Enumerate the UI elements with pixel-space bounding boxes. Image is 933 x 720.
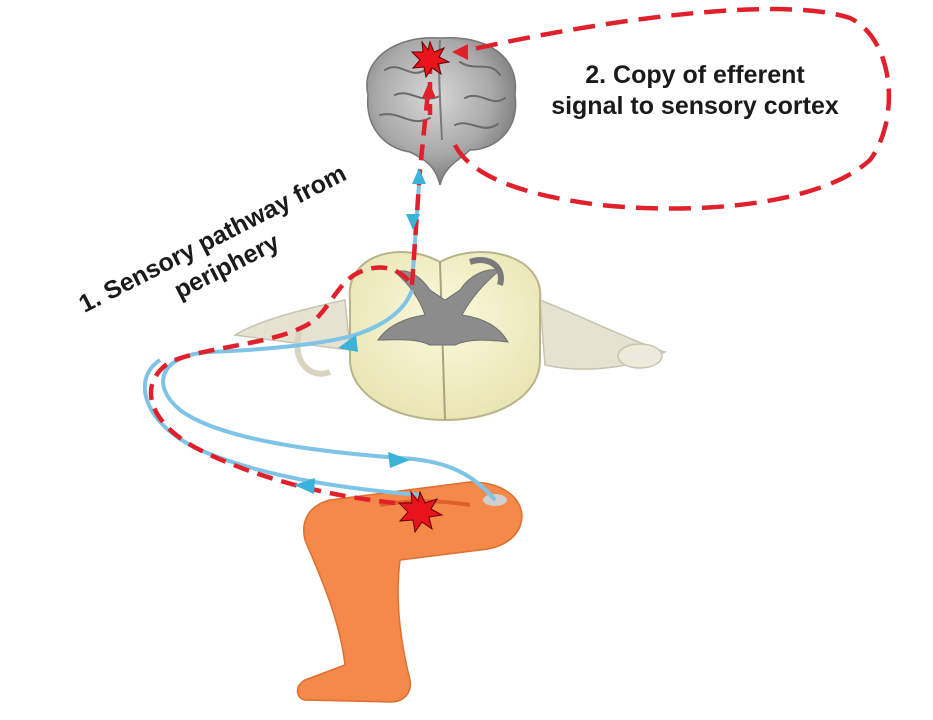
brain-icon — [366, 36, 517, 186]
arrowhead-icon — [452, 44, 468, 60]
arrowhead-icon — [422, 82, 436, 98]
arrowhead-icon — [338, 335, 358, 352]
spinal-cord-cross-section-icon — [348, 250, 542, 422]
efferent-copy-label-line1: 2. Copy of efferent — [585, 61, 805, 89]
arrowhead-icon — [294, 478, 315, 494]
arrowhead-icon — [388, 452, 410, 468]
pain-burst-icon — [410, 40, 451, 79]
efferent-copy-label: 2. Copy of efferent signal to sensory co… — [520, 60, 870, 123]
pain-burst-icon — [397, 490, 444, 534]
efferent-copy-label-line2: signal to sensory cortex — [551, 92, 839, 121]
arrowheads — [294, 44, 468, 494]
arrowhead-icon — [406, 214, 420, 230]
arrowhead-icon — [412, 168, 426, 184]
